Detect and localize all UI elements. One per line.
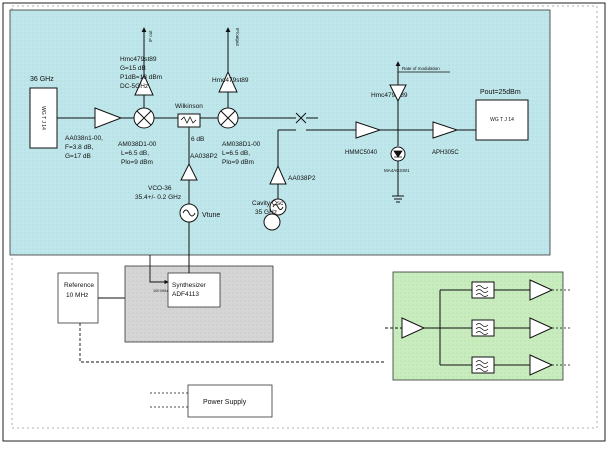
- wilkinson-divider: [177, 113, 201, 128]
- mixer-2-plo: Plo=9 dBm: [222, 159, 254, 166]
- filter-3-icon: [475, 360, 489, 372]
- diode-symbol: [393, 150, 403, 158]
- mixer-1-name: AM038D1-00: [118, 141, 157, 148]
- crossover-coupler: [295, 112, 307, 124]
- mixer-2-name: AM038D1-00: [222, 141, 261, 148]
- vco-wave-icon: [182, 209, 196, 217]
- mod-rate-label: Rate of modulation: [402, 66, 440, 71]
- filter-2-icon: [475, 323, 489, 335]
- amp1-gain: G=15 dB: [120, 65, 146, 72]
- output-amplifier-2: [529, 317, 554, 339]
- vtune-label: Vtune: [202, 212, 220, 219]
- pin-diode-label: MA4AGSW1: [384, 168, 410, 173]
- wilkinson-label: Wilkinson: [175, 103, 203, 110]
- pout-label: Pout=25dBm: [480, 89, 521, 96]
- synth-line1: Synthesizer: [172, 282, 207, 289]
- cavity-name: Cavity Osc: [252, 200, 284, 207]
- amp1-p1db: P1dB=18 dBm: [120, 74, 162, 81]
- wilkinson-loss: 6 dB: [191, 136, 204, 143]
- rf-module-panel: [9, 9, 551, 256]
- amp3-name: Hmc479st89: [371, 92, 408, 99]
- amp1-name: Hmc479st89: [120, 56, 157, 63]
- wg-input-port: [29, 87, 58, 149]
- if-out-1-label: IF out: [148, 30, 153, 42]
- splitter-amplifier: [401, 317, 426, 339]
- power-supply-label: Power Supply: [203, 399, 247, 406]
- mixer-1-cross: [136, 110, 152, 126]
- vco-name: VCO-36: [148, 185, 172, 192]
- cavity-amp-label: AA038P2: [288, 175, 316, 182]
- input-freq-label: 36 GHz: [30, 76, 54, 83]
- cavity-wave-icon: [272, 204, 284, 210]
- mixer-2-loss: L=6.5 dB,: [222, 150, 250, 157]
- output-amplifier-3: [529, 354, 554, 376]
- filter-1-icon: [475, 285, 489, 297]
- vco-range: 35.4+/- 0.2 GHz: [135, 194, 181, 201]
- filter-branch-3: [471, 354, 572, 376]
- mixer-2-cross: [220, 110, 236, 126]
- amp1-band: DC-5GHz: [120, 83, 148, 90]
- power-supply-box: [187, 384, 273, 418]
- ground-symbol: [392, 195, 404, 203]
- mixer-1-plo: Plo=9 dBm: [121, 159, 153, 166]
- filter-branch-1: [471, 279, 572, 301]
- lna-gain: G=17 dB: [65, 153, 91, 160]
- aph-label: APH305C: [432, 150, 459, 156]
- lo-amp-label: AA038P2: [190, 153, 218, 160]
- synth-tag: 100 MHz: [153, 289, 168, 293]
- aph-amplifier: [432, 121, 459, 139]
- hmmc-label: HMMC5040: [345, 150, 378, 156]
- output-amplifier-1: [529, 279, 554, 301]
- cavity-resonator: [263, 213, 281, 231]
- wg-output-label: WG T J 14: [490, 117, 514, 123]
- synth-box: [167, 272, 221, 308]
- if-amplifier-1: [134, 73, 154, 96]
- if-amplifier-2: [218, 70, 238, 93]
- cavity-freq: 35 GHz: [255, 209, 277, 216]
- synth-line2: ADF4113: [172, 291, 199, 298]
- ref-to-green: [79, 323, 385, 363]
- lna-name: AA038n1-00,: [65, 135, 103, 142]
- page-frame: [11, 5, 598, 429]
- hmmc-amplifier: [355, 121, 382, 139]
- amp2-name: Hmc479st89: [212, 77, 249, 84]
- splitter-bus: [424, 289, 472, 366]
- lna-nf: F=3.8 dB,: [65, 144, 94, 151]
- wg-output-port: [475, 99, 529, 141]
- lna-amplifier: [94, 107, 123, 129]
- mixer-1-loss: L=6.5 dB,: [121, 150, 149, 157]
- if-out-2-label: IF/output: [235, 28, 240, 47]
- outer-frame: [2, 2, 606, 442]
- wg-input-label: WG T J 14: [40, 106, 46, 130]
- wilk-resistor: [180, 116, 197, 124]
- filter-branch-2: [471, 317, 572, 339]
- synth-feedback: [149, 255, 169, 285]
- reference-line2: 10 MHz: [66, 292, 88, 299]
- reference-line1: Reference: [64, 282, 94, 289]
